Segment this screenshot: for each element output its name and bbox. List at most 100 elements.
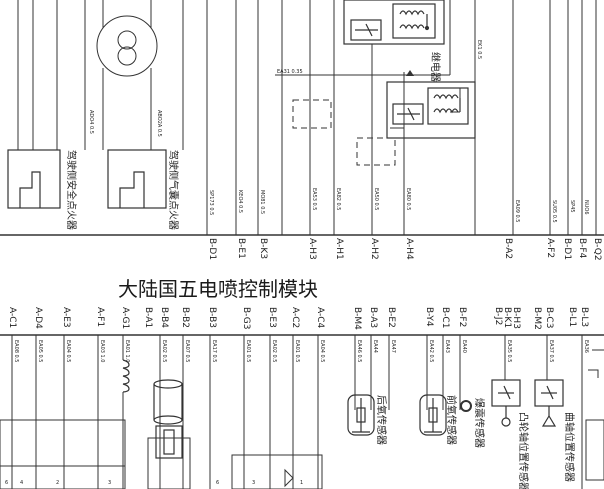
relay-wire-tags: EA31 0.35 EA53 0.5 EA82 0.5 EA50 0.5 EA8… bbox=[277, 40, 589, 223]
top-pin: B-A2 bbox=[503, 238, 513, 259]
bottom-pin: A-C2 bbox=[290, 307, 300, 328]
svg-text:3: 3 bbox=[252, 480, 255, 486]
svg-text:1: 1 bbox=[300, 480, 303, 486]
svg-text:EA50 0.5: EA50 0.5 bbox=[373, 188, 379, 210]
relay-2 bbox=[386, 81, 476, 139]
relay-arrow bbox=[406, 70, 414, 76]
bottom-pin: B-G3 bbox=[241, 307, 251, 329]
svg-text:KEO4 0.5: KEO4 0.5 bbox=[237, 190, 243, 213]
svg-text:EA82 0.5: EA82 0.5 bbox=[335, 188, 341, 210]
svg-text:SP45: SP45 bbox=[569, 200, 575, 213]
svg-text:EA40: EA40 bbox=[461, 340, 467, 353]
svg-text:NUO6: NUO6 bbox=[583, 200, 589, 215]
bottom-pin: B-M2 bbox=[532, 307, 542, 330]
svg-text:EA04 0.5: EA04 0.5 bbox=[319, 340, 325, 362]
top-pin: B-D1 bbox=[562, 238, 572, 260]
bottom-pin: B-M4 bbox=[352, 307, 362, 330]
bottom-pin: B-B4 bbox=[159, 307, 169, 328]
svg-text:EA02 0.5: EA02 0.5 bbox=[161, 340, 167, 362]
bottom-pin: B-A3 bbox=[368, 307, 378, 328]
bottom-pin: B-H3 bbox=[511, 307, 521, 329]
bottom-pin: B-E2 bbox=[386, 307, 396, 328]
driver-igniter-label: 驾驶侧安全点火器 bbox=[65, 150, 78, 230]
svg-text:ADO4 0.5: ADO4 0.5 bbox=[88, 110, 94, 134]
svg-text:EA01 1.0: EA01 1.0 bbox=[124, 340, 130, 362]
svg-text:EA53 0.5: EA53 0.5 bbox=[311, 188, 317, 210]
svg-text:3: 3 bbox=[108, 480, 111, 486]
module-title: 大陆国五电喷控制模块 bbox=[118, 277, 318, 301]
relay-label: 继电器 bbox=[429, 52, 442, 82]
bottom-pin: A-C1 bbox=[7, 307, 17, 328]
svg-text:EA01 0.5: EA01 0.5 bbox=[245, 340, 251, 362]
bottom-pin: A-G1 bbox=[120, 307, 130, 329]
svg-text:EA09 0.5: EA09 0.5 bbox=[514, 200, 520, 222]
passenger-igniter-symbol bbox=[107, 149, 167, 209]
top-pin: A-F2 bbox=[545, 238, 555, 258]
bottom-pin: A-F1 bbox=[95, 307, 105, 327]
bottom-pin: A-D4 bbox=[33, 307, 43, 329]
bottom-wires bbox=[0, 335, 583, 489]
cam-position-sensor bbox=[491, 379, 521, 427]
bottom-pin-labels: A-C1 A-D4 A-E3 A-F1 A-G1 B-A1 B-B4 B-B2 … bbox=[7, 307, 589, 330]
top-pin: B-D1 bbox=[207, 238, 217, 260]
top-pin: A-H2 bbox=[369, 238, 379, 260]
bottom-pin: B-K1 bbox=[502, 307, 512, 328]
top-left-wire-tags: ADO4 0.5 ABO2A 0.5 SP173 0.5 KEO4 0.5 MO… bbox=[88, 110, 265, 215]
svg-text:EA17 0.5: EA17 0.5 bbox=[211, 340, 217, 362]
svg-text:EA01 0.5: EA01 0.5 bbox=[294, 340, 300, 362]
svg-text:EA80 0.5: EA80 0.5 bbox=[405, 188, 411, 210]
top-pin: B-K3 bbox=[258, 238, 268, 259]
svg-text:2: 2 bbox=[56, 480, 59, 486]
svg-text:4: 4 bbox=[20, 480, 23, 486]
svg-text:EA04 0.5: EA04 0.5 bbox=[65, 340, 71, 362]
bottom-pin: B-F2 bbox=[457, 307, 467, 327]
svg-text:SP173 0.5: SP173 0.5 bbox=[208, 190, 214, 215]
bottom-pin: B-C1 bbox=[440, 307, 450, 328]
top-pin-labels: B-D1 B-E1 B-K3 A-H3 A-H1 A-H2 A-H4 B-A2 … bbox=[207, 238, 602, 261]
driver-igniter-symbol bbox=[7, 149, 61, 209]
downstream-o2-sensor bbox=[347, 394, 375, 436]
upstream-o2-label: 前氧传感器 bbox=[445, 395, 458, 445]
svg-text:EA08 0.5: EA08 0.5 bbox=[13, 340, 19, 362]
top-pin: A-H3 bbox=[307, 238, 317, 260]
svg-text:EA42 0.5: EA42 0.5 bbox=[428, 340, 434, 362]
bottom-pin: B-L3 bbox=[579, 307, 589, 327]
bottom-right-tags: EA46 0.5 EA44 EA47 EA42 0.5 EA43 EA40 EA… bbox=[356, 340, 589, 362]
bottom-pin: B-L1 bbox=[567, 307, 577, 327]
svg-text:EA02 0.5: EA02 0.5 bbox=[271, 340, 277, 362]
edge-cutoff-elements bbox=[585, 349, 604, 481]
svg-text:EA05 0.5: EA05 0.5 bbox=[37, 340, 43, 362]
bottom-left-boxes bbox=[0, 419, 323, 489]
crank-sensor bbox=[534, 379, 564, 427]
top-pin: B-F4 bbox=[577, 238, 587, 259]
shielded-cable bbox=[153, 379, 183, 459]
svg-text:EA31 0.35: EA31 0.35 bbox=[277, 69, 303, 75]
svg-text:6: 6 bbox=[5, 480, 8, 486]
svg-text:SU05 0.5: SU05 0.5 bbox=[551, 200, 557, 223]
top-pin: B-Q2 bbox=[592, 238, 602, 261]
crank-label: 曲轴位置传感器 bbox=[563, 412, 576, 482]
passenger-igniter-label: 驾驶侧气囊点火器 bbox=[167, 150, 180, 230]
svg-text:EA03 1.0: EA03 1.0 bbox=[99, 340, 105, 362]
bottom-pin: B-B3 bbox=[207, 307, 217, 328]
svg-text:ABO2A 0.5: ABO2A 0.5 bbox=[156, 110, 162, 137]
upstream-o2-sensor bbox=[419, 394, 447, 436]
svg-text:MO81 0.5: MO81 0.5 bbox=[259, 190, 265, 214]
fuse-symbol bbox=[96, 15, 158, 77]
ignition-coil bbox=[122, 359, 130, 393]
svg-text:EA43: EA43 bbox=[444, 340, 450, 353]
knock-sensor bbox=[460, 400, 472, 412]
svg-text:EA07 0.5: EA07 0.5 bbox=[184, 340, 190, 362]
svg-text:EA35 0.5: EA35 0.5 bbox=[506, 340, 512, 362]
knock-label: 爆震传感器 bbox=[473, 398, 486, 448]
bottom-pin: A-E3 bbox=[61, 307, 71, 328]
downstream-o2-label: 后氧传感器 bbox=[375, 395, 388, 445]
svg-text:EA46 0.5: EA46 0.5 bbox=[356, 340, 362, 362]
cam-position-label: 凸轮轴位置传感器 bbox=[517, 412, 530, 489]
bottom-pin: B-A1 bbox=[143, 307, 153, 328]
top-left-circuit bbox=[17, 0, 283, 235]
svg-text:6: 6 bbox=[216, 480, 219, 486]
bottom-pin: B-E3 bbox=[267, 307, 277, 328]
